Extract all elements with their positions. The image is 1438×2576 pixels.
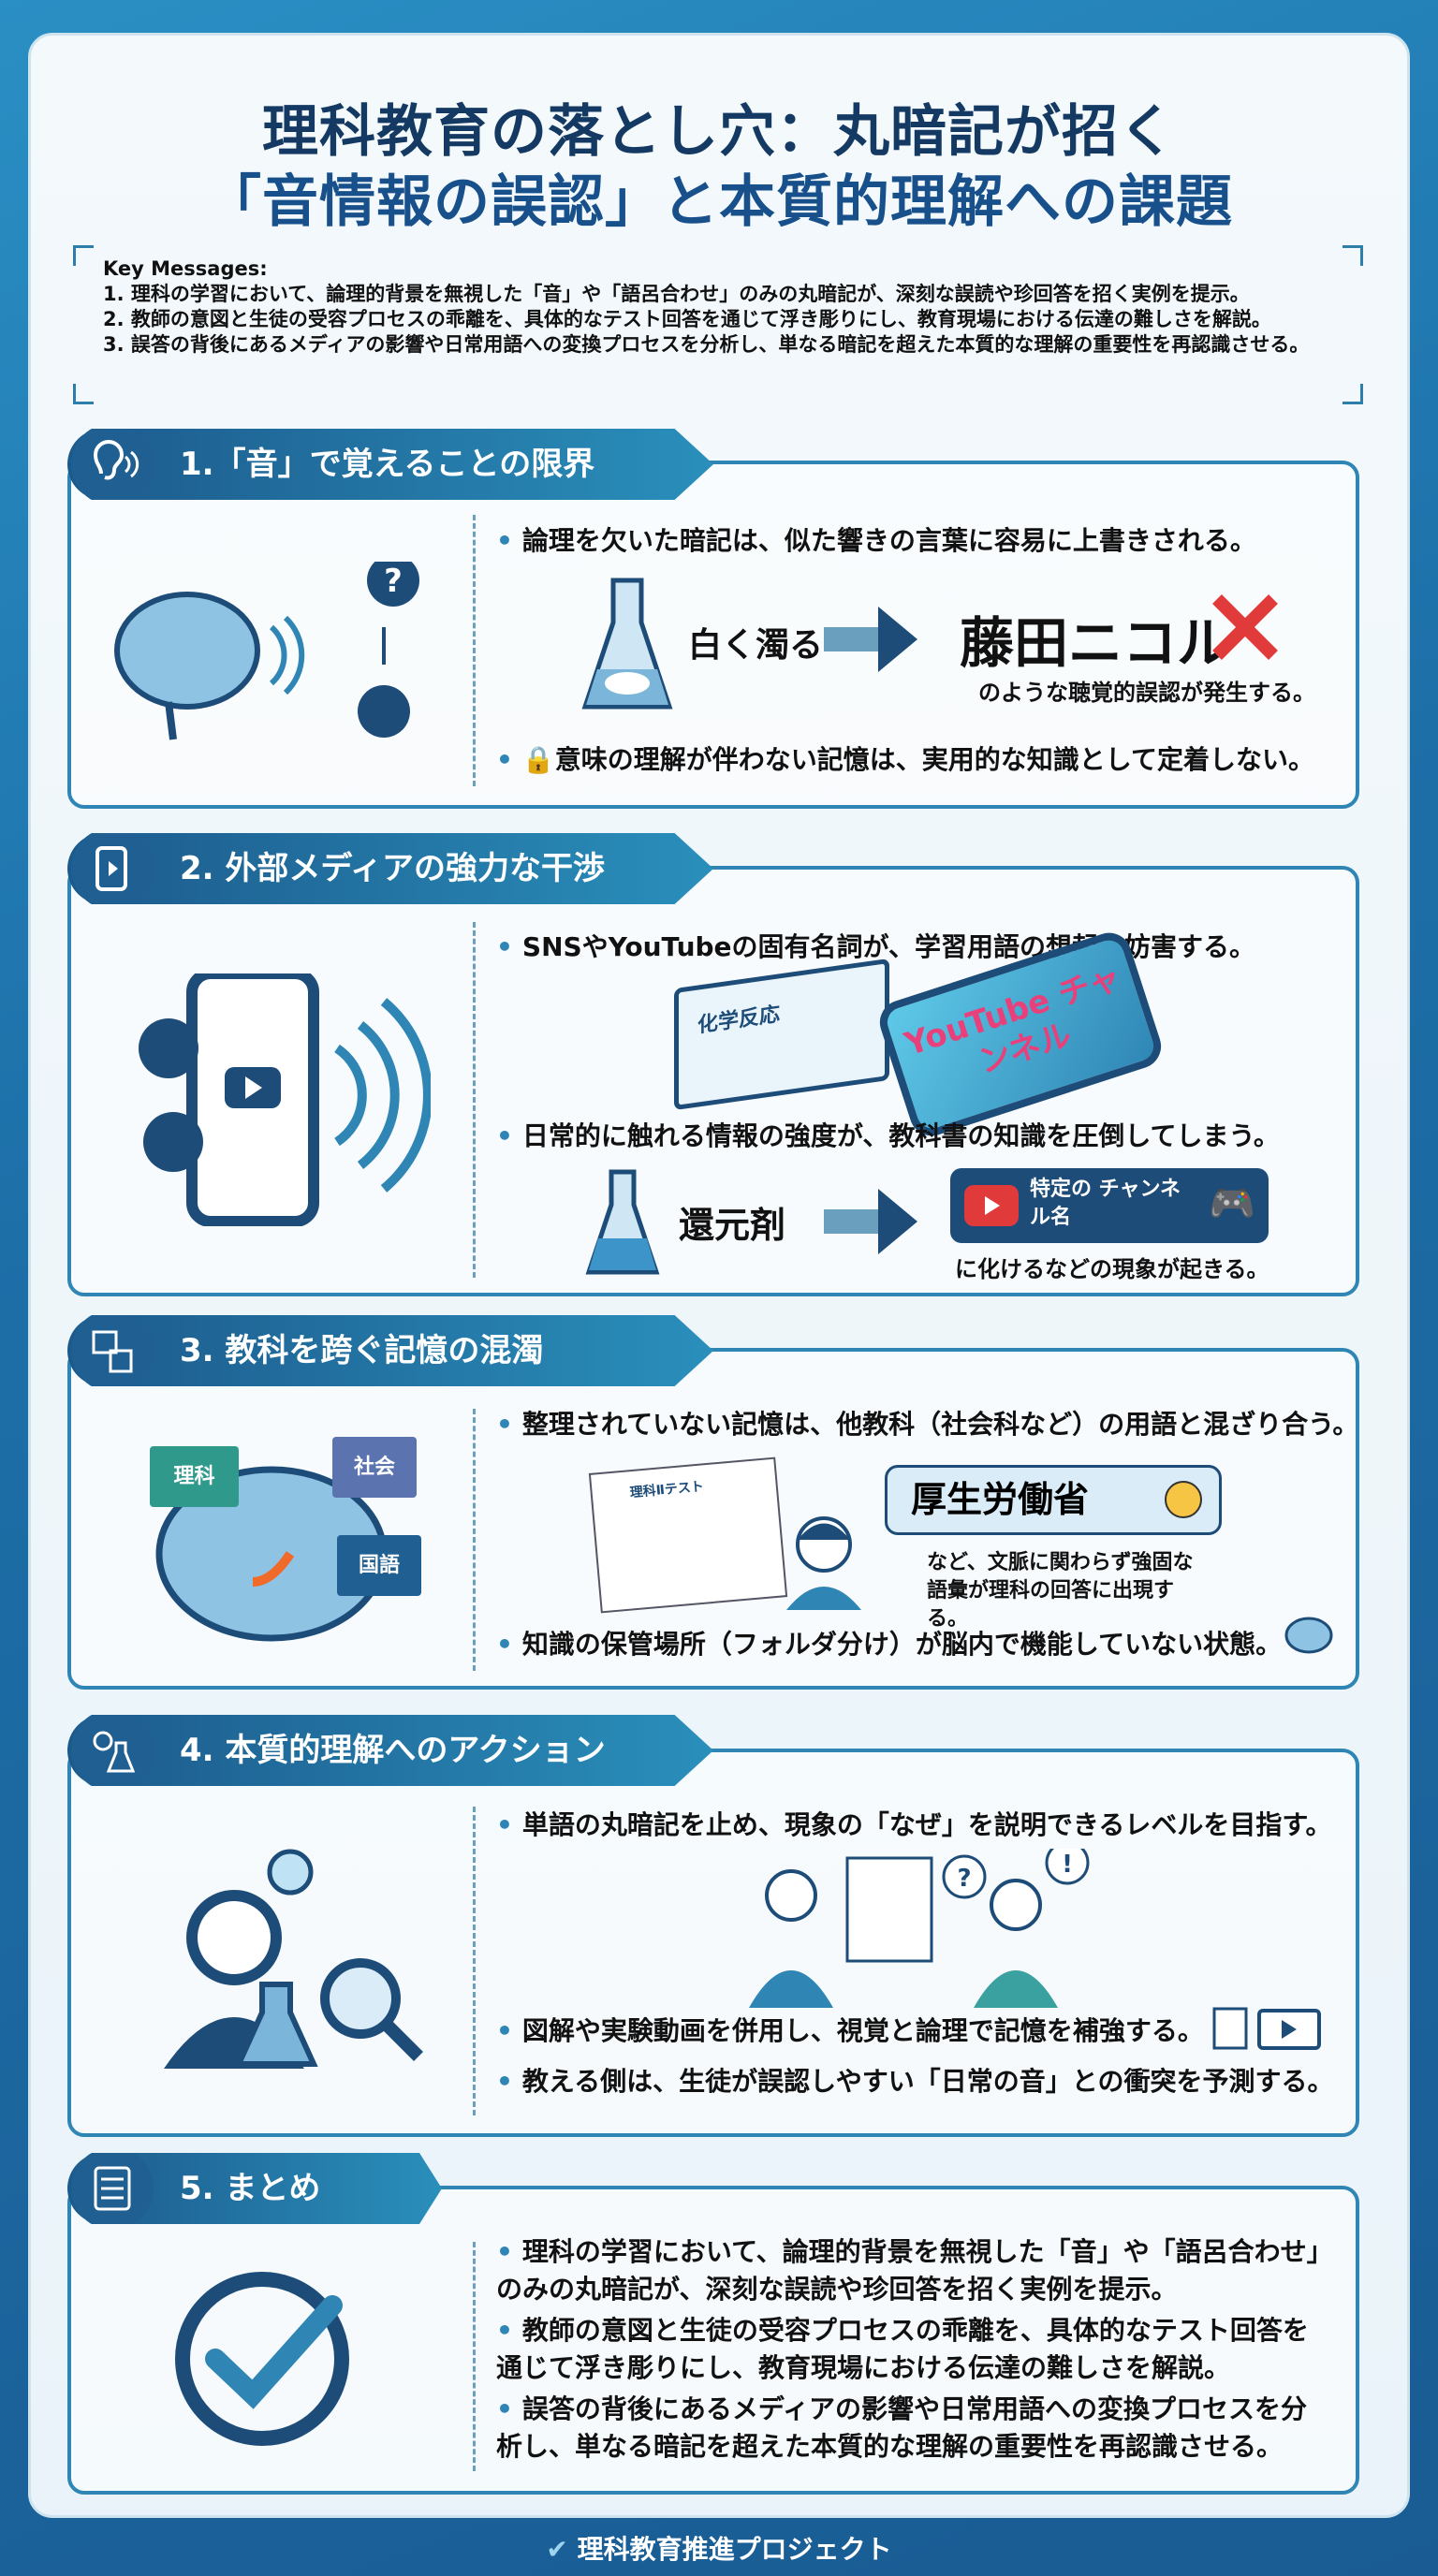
key-message-1: 1. 理科の学習において、論理的背景を無視した「音」や「語呂合わせ」のみの丸暗記…: [103, 283, 1250, 305]
red-x-icon: [1212, 594, 1278, 660]
youtube-channel-badge: 特定の チャンネル名🎮: [950, 1168, 1269, 1243]
diagram-video-icons: [1212, 2007, 1321, 2050]
section-1-divider: [473, 515, 476, 786]
title-line-2: 「音情報の誤認」と本質的理解への課題: [205, 169, 1233, 235]
key-messages-heading: Key Messages:: [103, 257, 268, 280]
section-1-header: 1.「音」で覚えることの限界: [67, 429, 713, 500]
section-5-bullet-1: 理科の学習において、論理的背景を無視した「音」や「語呂合わせ」のみの丸暗記が、深…: [496, 2233, 1320, 2308]
teacher-student-discussion-illustration: ?!: [749, 1849, 1090, 2008]
section-1-bullet-1: 論理を欠いた暗記は、似た響きの言葉に容易に上書きされる。: [496, 520, 1256, 558]
section-4-bullet-1: 単語の丸暗記を止め、現象の「なぜ」を説明できるレベルを目指す。: [496, 1805, 1332, 1842]
ear-icon: [71, 429, 154, 500]
key-message-3: 3. 誤答の背後にあるメディアの影響や日常用語への変換プロセスを分析し、単なる暗…: [103, 333, 1310, 356]
folder-japanese: 国語: [337, 1535, 421, 1596]
flask-icon: [585, 1169, 660, 1275]
section-1-bullet-2: 🔒意味の理解が伴わない記憶は、実用的な知識として定着しない。: [496, 739, 1314, 777]
key-message-2: 2. 教師の意図と生徒の受容プロセスの乖離を、具体的なテスト回答を通じて浮き彫り…: [103, 308, 1271, 330]
title-line-1: 理科教育の落とし穴：丸暗記が招く: [262, 99, 1176, 165]
section-5-bullet-2: 教師の意図と生徒の受容プロセスの乖離を、具体的なテスト回答を通じて浮き彫りにし、…: [496, 2312, 1320, 2387]
section-4-bullet-3: 教える側は、生徒が誤認しやすい「日常の音」との衝突を予測する。: [496, 2061, 1334, 2099]
confused-student-icon: [786, 1516, 861, 1610]
phone-video-icon: [71, 833, 154, 904]
folder-social-studies: 社会: [332, 1437, 417, 1498]
lock-icon: 🔒: [521, 744, 555, 775]
section-1-note: のような聴覚的誤認が発生する。: [978, 680, 1315, 706]
section-5-bullet-3: 誤答の背後にあるメディアの影響や日常用語への変換プロセスを分析し、単なる暗記を超…: [496, 2391, 1320, 2466]
section-1-from-term: 白く濁る: [688, 626, 824, 665]
wrong-answer-bubble: 厚生労働省: [885, 1465, 1222, 1535]
flask-icon: [581, 578, 673, 710]
folder-science: 理科: [150, 1446, 239, 1507]
worried-face-icon: [1165, 1481, 1202, 1518]
test-paper-illustration: 理科Ⅱテスト: [588, 1456, 788, 1614]
section-2-bullet-2: 日常的に触れる情報の強度が、教科書の知識を圧倒してしまう。: [496, 1116, 1280, 1153]
section-2-note: に化けるなどの現象が起きる。: [955, 1256, 1269, 1282]
section-2-bullet-1: SNSやYouTubeの固有名詞が、学習用語の想起を妨害する。: [496, 927, 1255, 964]
footer-text: 理科教育推進プロジェクト: [577, 2534, 892, 2565]
bulb-flask-icon: [71, 1715, 154, 1786]
section-3-divider: [473, 1409, 476, 1671]
project-logo-icon: ✔: [546, 2534, 578, 2565]
section-4-divider: [473, 1807, 476, 2115]
checklist-icon: [71, 2153, 154, 2224]
footer: ✔ 理科教育推進プロジェクト: [0, 2523, 1438, 2576]
key-messages: Key Messages: 1. 理科の学習において、論理的背景を無視した「音」…: [73, 245, 1363, 404]
gamepad-icon: 🎮: [1209, 1182, 1255, 1225]
person-bulb-flask-magnifier-illustration: [164, 1849, 423, 2069]
section-3-bullet-1: 整理されていない記憶は、他教科（社会科など）の用語と混ざり合う。: [496, 1404, 1358, 1442]
section-2-divider: [473, 922, 476, 1278]
section-2-from-term: 還元剤: [679, 1205, 786, 1246]
phone-social-media-illustration: [139, 973, 431, 1226]
section-4-bullet-2: 図解や実験動画を併用し、視覚と論理で記憶を補強する。: [496, 2011, 1204, 2048]
arrow-right-icon: [824, 607, 917, 672]
brain-icon: [1284, 1617, 1333, 1654]
svg-text:!: !: [1062, 1851, 1073, 1879]
checkmark-circle-icon: [175, 2272, 349, 2446]
youtube-play-icon: [964, 1185, 1019, 1226]
section-3-note: など、文脈に関わらず強固な語彙が理科の回答に出現する。: [927, 1551, 1194, 1631]
section-3-header: 3. 教科を跨ぐ記憶の混濁: [67, 1315, 713, 1386]
section-1-misheard-term: 藤田ニコル: [960, 611, 1232, 675]
section-5-divider: [473, 2242, 476, 2471]
arrow-right-icon: [824, 1189, 917, 1254]
folders-icon: [71, 1315, 154, 1386]
section-4-header: 4. 本質的理解へのアクション: [67, 1715, 713, 1786]
svg-text:?: ?: [384, 563, 403, 600]
section-5-header: 5. まとめ: [67, 2153, 442, 2224]
brain-sound-confusion-illustration: ?: [114, 562, 419, 740]
svg-text:?: ?: [957, 1865, 971, 1893]
section-2-header: 2. 外部メディアの強力な干渉: [67, 833, 713, 904]
section-3-bullet-2: 知識の保管場所（フォルダ分け）が脳内で機能していない状態。: [496, 1624, 1282, 1661]
